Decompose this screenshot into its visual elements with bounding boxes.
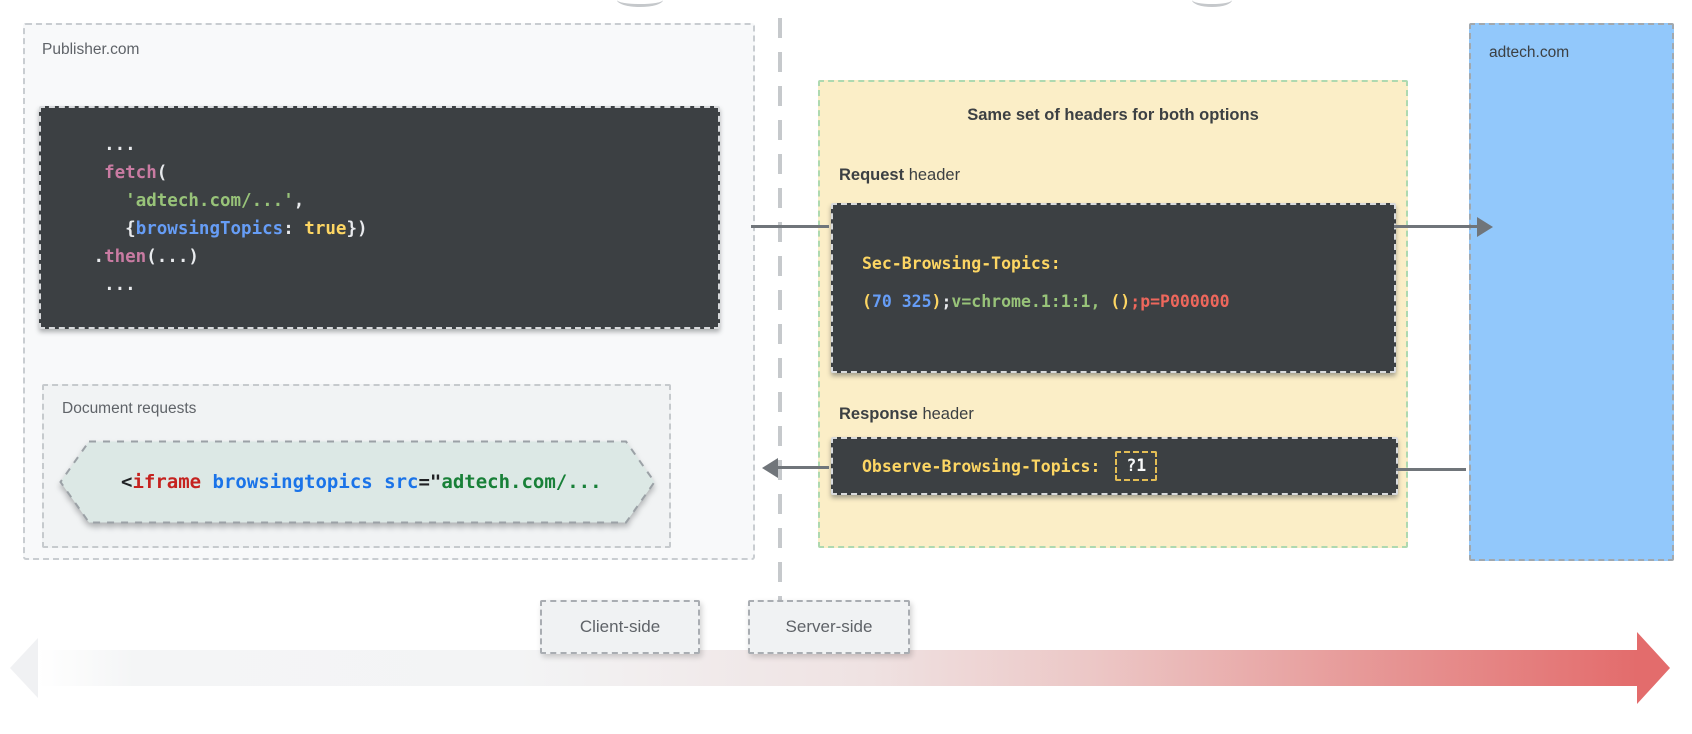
timeline-right-arrowhead-icon [1637, 632, 1670, 704]
top-arc-fragment-right [1192, 0, 1232, 7]
request-header-label: Request header [839, 166, 960, 185]
response-header-label: Response header [839, 405, 974, 424]
hexagon-shape-svg [59, 440, 656, 524]
top-arc-fragment-left [617, 0, 663, 7]
document-requests-title: Document requests [62, 400, 197, 417]
response-header-label-strong: Response [839, 405, 918, 423]
request-to-adtech-line [1394, 225, 1479, 228]
publisher-title: Publisher.com [42, 41, 140, 58]
headers-box: Same set of headers for both options Req… [818, 80, 1408, 548]
response-header-code-block: Observe-Browsing-Topics: ?1 [831, 437, 1398, 495]
server-side-label: Server-side [748, 600, 910, 654]
response-to-publisher-arrowhead-icon [762, 458, 778, 478]
fetch-request-connector [751, 225, 829, 228]
timeline-arrow [38, 650, 1638, 686]
client-server-divider [778, 18, 782, 606]
response-to-publisher-line [776, 466, 829, 469]
request-to-adtech-arrowhead-icon [1477, 217, 1493, 237]
iframe-tag-shape: <iframe browsingtopics src="adtech.com/.… [59, 440, 656, 524]
headers-box-title: Same set of headers for both options [967, 106, 1259, 124]
publisher-box: Publisher.com ... fetch( 'adtech.com/...… [23, 23, 755, 560]
iframe-code: <iframe browsingtopics src="adtech.com/.… [121, 471, 602, 493]
fetch-code-block: ... fetch( 'adtech.com/...', {browsingTo… [39, 106, 720, 329]
request-header-label-rest: header [904, 166, 961, 184]
adtech-box: adtech.com [1469, 23, 1674, 561]
document-requests-box: Document requests <iframe browsingtopics… [42, 384, 671, 548]
client-side-label: Client-side [540, 600, 700, 654]
request-header-label-strong: Request [839, 166, 905, 184]
adtech-title: adtech.com [1489, 44, 1570, 61]
timeline-left-arrowhead-icon [10, 638, 38, 698]
request-header-code-block: Sec-Browsing-Topics:(70 325);v=chrome.1:… [831, 203, 1396, 373]
adtech-to-response-connector [1396, 468, 1466, 471]
response-header-label-rest: header [917, 405, 974, 423]
